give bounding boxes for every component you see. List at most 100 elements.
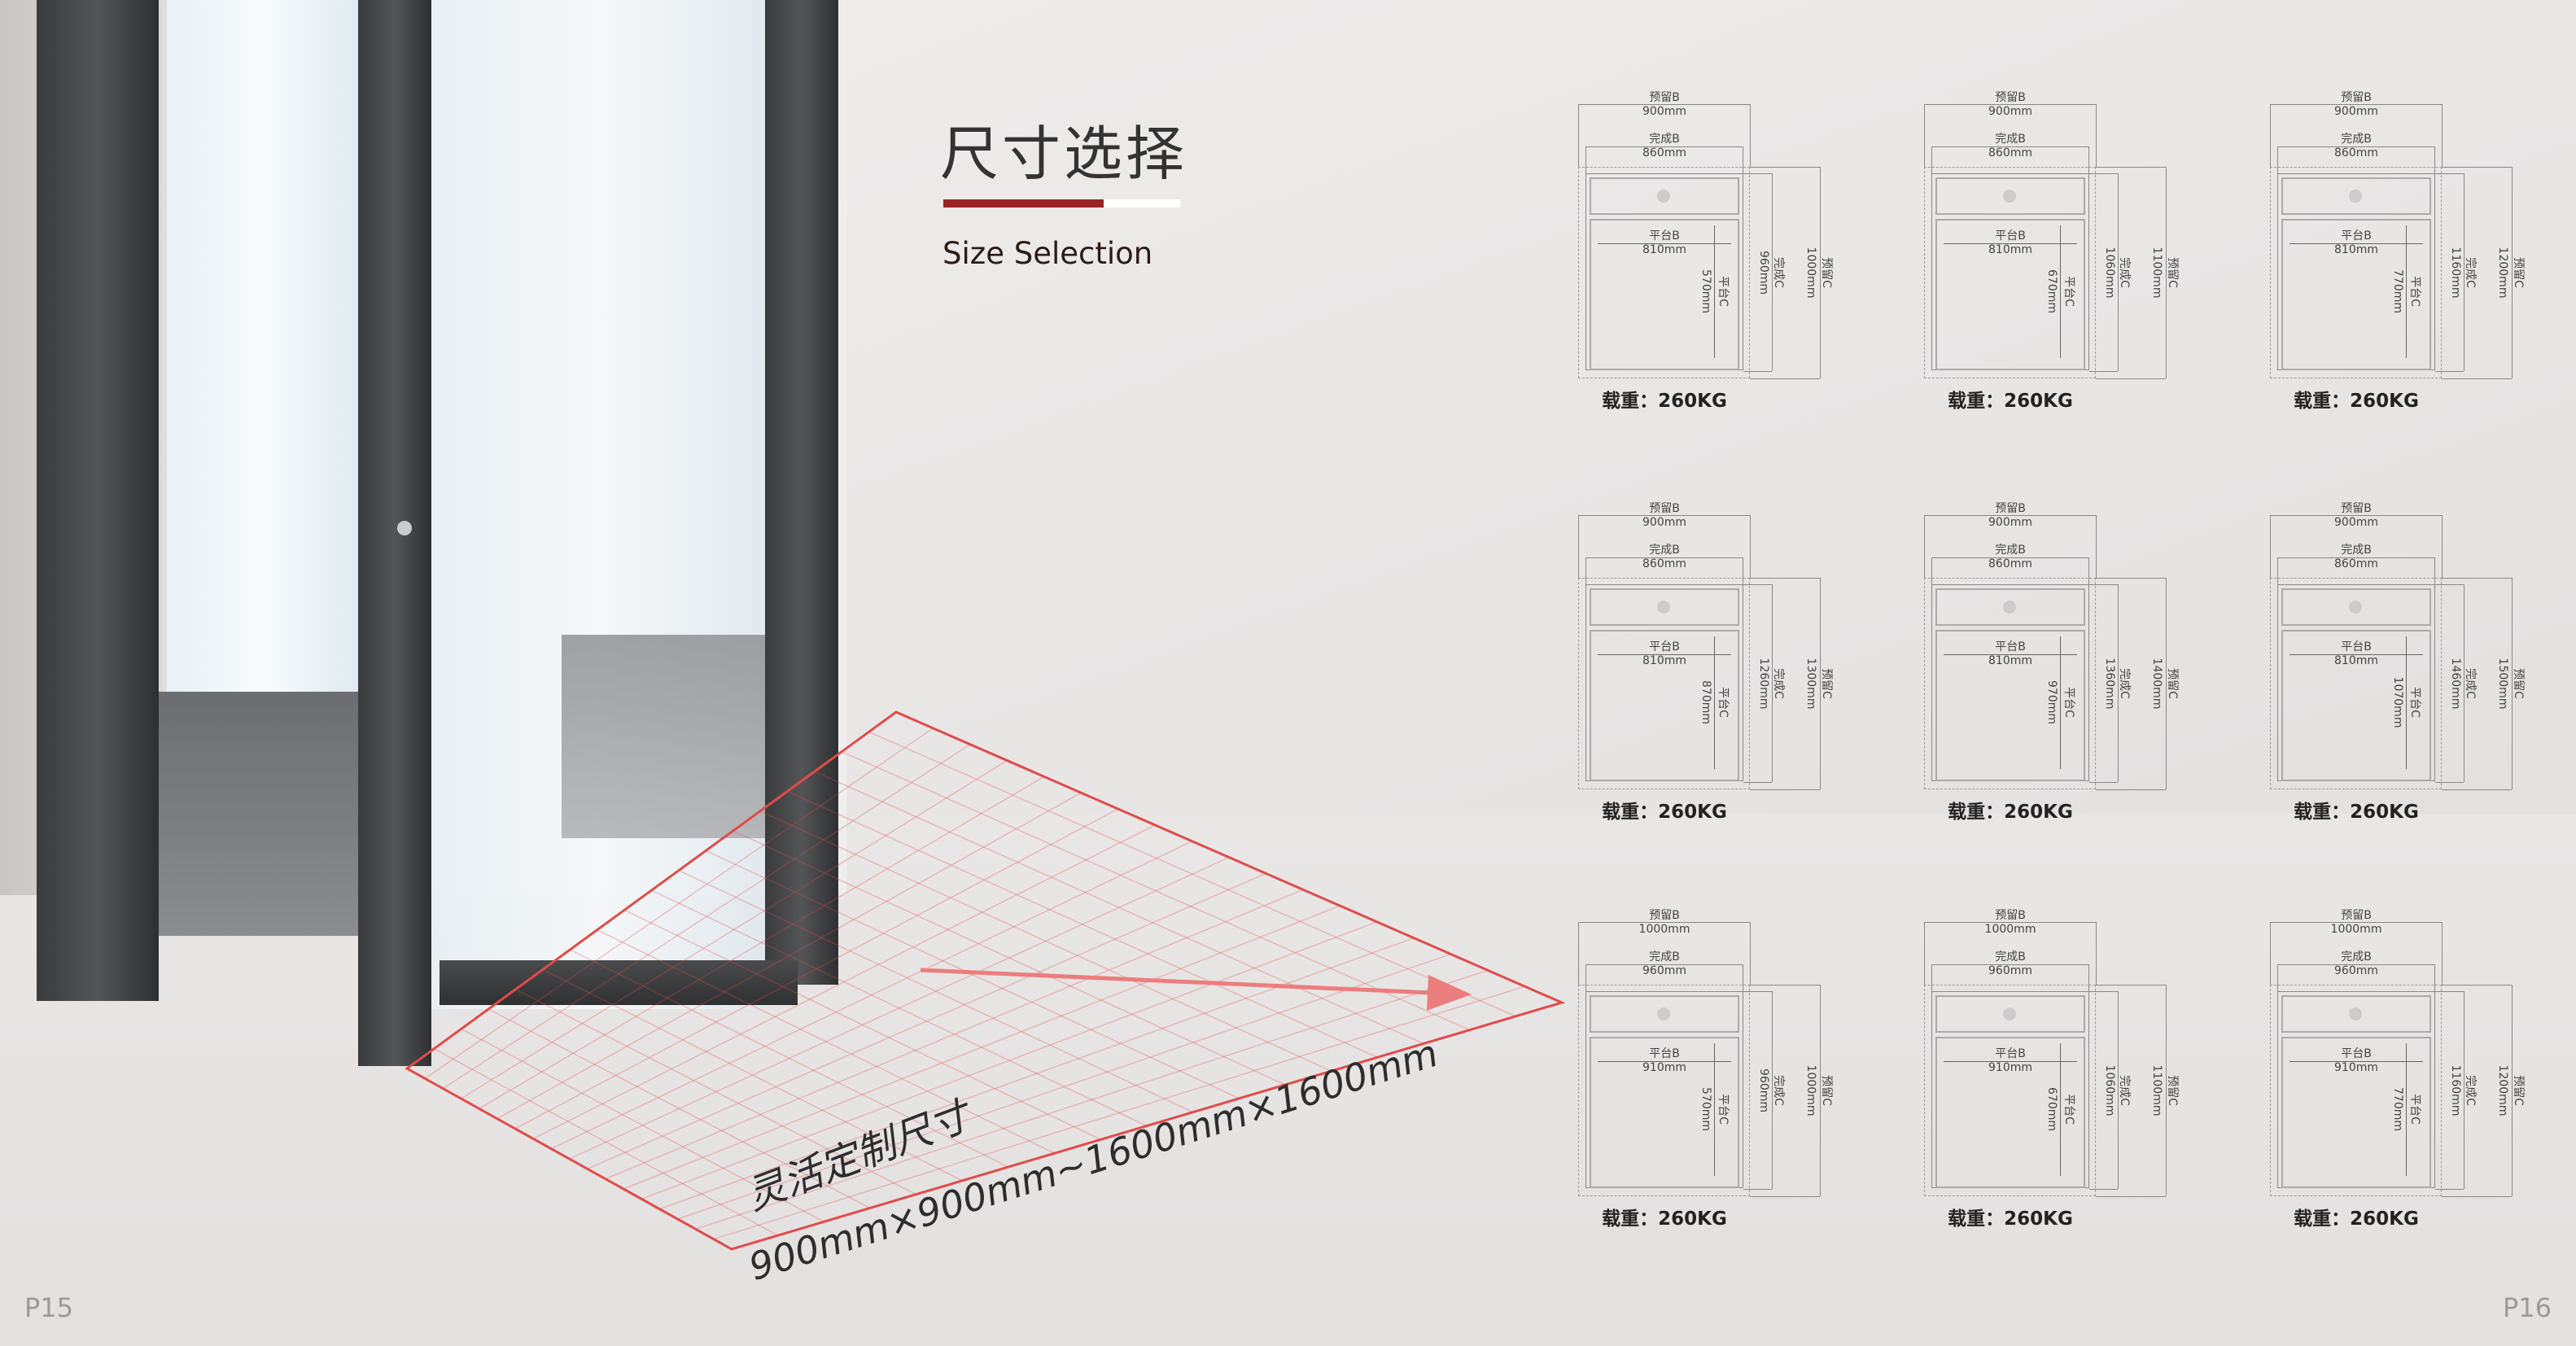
reserve-c-value: 1100mm [2150,247,2163,299]
reserve-outline [1924,985,2096,1196]
floor-grid-line [551,840,1192,1150]
load-capacity: 载重：260KG [1948,802,2073,823]
floor-grid-line [597,929,1055,1154]
finish-b-label: 完成B [1649,951,1680,964]
floor-grid-line [461,1028,824,1222]
control-panel-area [2281,588,2431,626]
reserve-outline [1924,167,2096,378]
floor-grid-line [515,988,917,1195]
finish-b-value: 960mm [1642,964,1686,977]
platform-c-label: 平台C [2062,276,2075,307]
load-capacity: 载重：260KG [1602,391,1727,412]
platform-b-value: 810mm [2334,654,2378,667]
reserve-c-label: 预留C [2512,1075,2525,1106]
finish-b-value: 960mm [2334,964,2378,977]
size-arrow-line [920,968,1433,995]
finish-b-value: 860mm [1642,557,1686,570]
platform-c-label: 平台C [2062,1094,2075,1125]
control-button-icon [2349,1007,2362,1020]
control-panel-area [1590,177,1739,215]
reserve-outline [2270,985,2442,1196]
platform-b-value: 910mm [1988,1061,2032,1074]
floor-grid-line [488,1008,871,1209]
platform-b-label: 平台B [2341,1047,2372,1060]
finish-c-label: 完成C [2118,668,2131,699]
reserve-outline [2270,578,2442,789]
load-capacity: 载重：260KG [1602,1208,1727,1230]
elevator-interior-base [159,692,370,936]
size-diagram-card: 预留B 900mm 完成B 860mm 平台B 810mm 平台C 1070mm… [2255,488,2531,830]
reserve-outline [1578,167,1750,378]
reserve-c-label: 预留C [1820,668,1833,699]
reserve-b-label: 预留B [2341,91,2372,104]
platform-c-value: 570mm [1699,1087,1712,1131]
size-diagram-card: 预留B 900mm 完成B 860mm 平台B 810mm 平台C 770mm … [2255,77,2531,419]
platform-c-label: 平台C [2408,1094,2421,1125]
size-diagram-card: 预留B 900mm 完成B 860mm 平台B 810mm 平台C 870mm … [1563,488,1839,830]
size-diagram-card: 预留B 1000mm 完成B 960mm 平台B 910mm 平台C 670mm… [1909,895,2185,1237]
finish-c-value: 1360mm [2103,658,2116,710]
control-button-icon [2349,190,2362,203]
floor-grid-line [713,985,1525,1240]
finish-c-value: 1060mm [2103,247,2116,299]
platform-b-label: 平台B [1649,640,1680,653]
title-underline [1104,199,1180,208]
platform-c-value: 770mm [2391,269,2404,313]
size-diagram-card: 预留B 900mm 完成B 860mm 平台B 810mm 平台C 970mm … [1909,488,2185,830]
floor-grid-border [405,710,1566,1251]
platform-b-label: 平台B [2341,640,2372,653]
reserve-c-value: 1500mm [2496,658,2509,710]
reserve-b-label: 预留B [1995,502,2026,515]
floor-grid-line [705,850,1240,1099]
page-subtitle: Size Selection [942,236,1153,271]
finish-c-value: 1160mm [2449,1064,2462,1117]
title-accent-bar [943,199,1104,208]
control-panel-area [1935,588,2085,626]
floor-grid-line [787,790,1378,1059]
reserve-c-label: 预留C [1820,257,1833,288]
control-button-icon [1657,601,1670,614]
elevator-floor-platform [562,635,765,838]
floor-grid-line [623,909,1101,1141]
floor-grid-line [479,776,1045,1109]
platform-c-label: 平台C [1717,1094,1730,1125]
platform-outline [1935,1037,2085,1188]
finish-b-value: 860mm [2334,557,2378,570]
floor-grid-line [587,872,1266,1170]
platform-b-label: 平台B [2341,229,2372,243]
reserve-b-value: 1000mm [1984,923,2036,936]
control-button-icon [2003,1007,2016,1020]
finish-b-value: 860mm [1988,146,2032,160]
reserve-c-label: 预留C [1820,1075,1833,1106]
load-capacity: 载重：260KG [1602,802,1727,823]
control-panel-area [2281,177,2431,215]
floor-grid-line [733,830,1286,1086]
platform-outline [1590,1037,1739,1188]
reserve-c-label: 预留C [2512,257,2525,288]
reserve-c-value: 1100mm [2150,1064,2163,1117]
platform-b-value: 810mm [1642,243,1686,256]
floor-grid-line [496,792,1082,1120]
elevator-door-post [358,0,431,1066]
finish-b-label: 完成B [2341,544,2372,557]
finish-c-value: 1060mm [2103,1064,2116,1117]
finish-c-value: 1260mm [1757,658,1770,710]
control-panel-area [1935,995,2085,1033]
platform-b-label: 平台B [1995,229,2026,243]
platform-b-label: 平台B [1995,640,2026,653]
platform-b-value: 810mm [1988,654,2032,667]
floor-grid-line [841,750,1470,1031]
reserve-b-label: 预留B [2341,909,2372,922]
finish-c-label: 完成C [2464,668,2477,699]
control-panel-area [1590,995,1739,1033]
reserve-b-label: 预留B [1995,909,2026,922]
finish-b-label: 完成B [1649,544,1680,557]
platform-c-label: 平台C [2408,276,2421,307]
floor-grid-line [605,889,1304,1180]
platform-b-value: 910mm [1642,1061,1686,1074]
platform-c-value: 770mm [2391,1087,2404,1131]
load-capacity: 载重：260KG [2294,1208,2419,1230]
platform-c-label: 平台C [1717,276,1730,307]
reserve-c-value: 1400mm [2150,658,2163,710]
floor-grid-line [514,808,1119,1130]
